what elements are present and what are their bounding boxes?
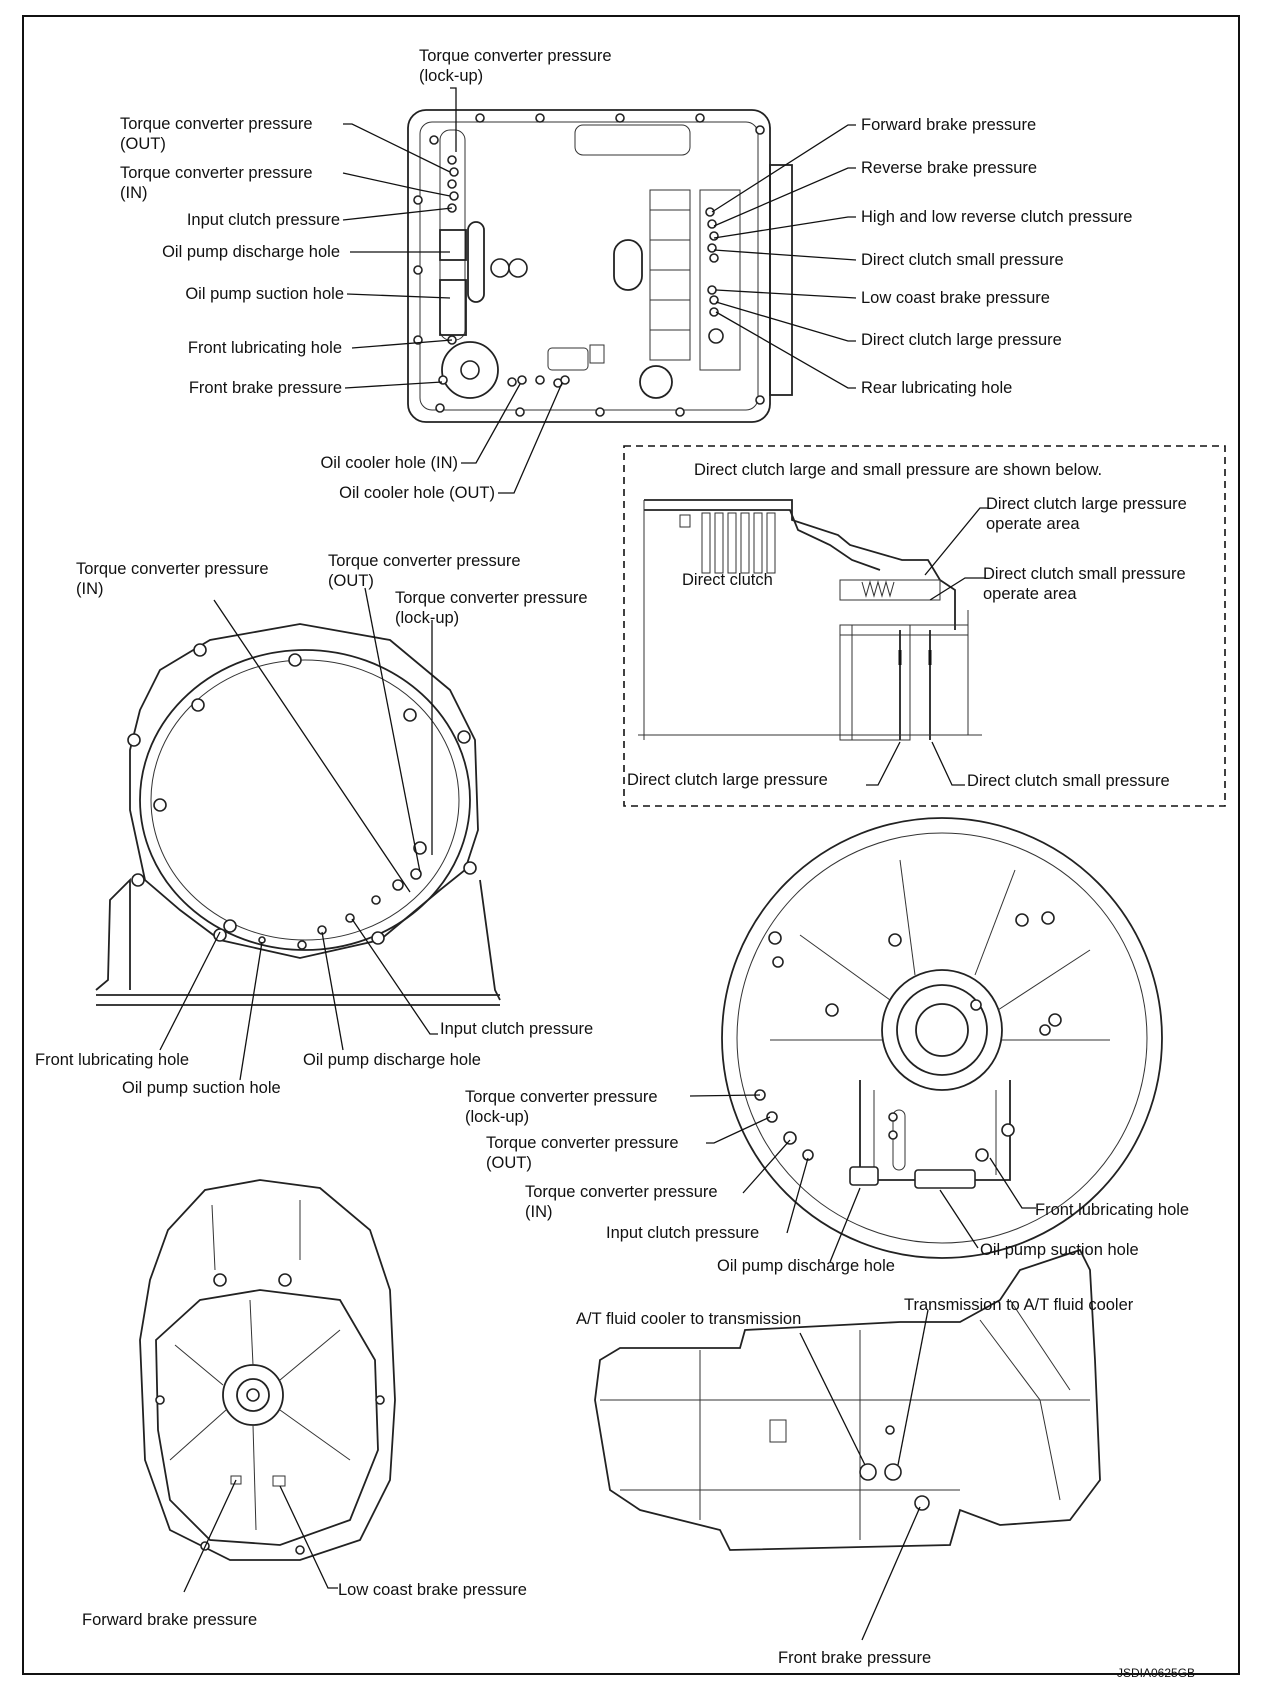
dc-box-heading: Direct clutch large and small pressure a… [694,461,1103,479]
ps-label-input-clutch: Input clutch pressure [606,1224,760,1242]
vb-label-input-clutch: Input clutch pressure [186,211,340,229]
vb-label-front-brake: Front brake pressure [188,379,342,397]
direct-clutch-section-drawing [623,445,1226,807]
sv-label-cooler-to-trans: A/T fluid cooler to transmission [576,1310,802,1328]
ch-label-pump-suction: Oil pump suction hole [122,1079,281,1097]
dc-box-direct-clutch: Direct clutch [682,571,773,589]
ch-label-tc-in: Torque converter pressure (IN) [76,560,269,598]
ch-label-input-clutch: Input clutch pressure [440,1020,594,1038]
vb-label-rear-lube: Rear lubricating hole [861,379,1013,397]
vb-label-tc-lockup: Torque converter pressure (lock-up) [419,47,612,85]
figure-id: JSDIA0625GB [1117,1666,1196,1680]
ps-label-front-lube: Front lubricating hole [1035,1201,1190,1219]
vb-label-forward-brake: Forward brake pressure [861,116,1037,134]
sv-label-front-brake: Front brake pressure [778,1649,932,1667]
figure-frame [22,15,1240,1675]
dc-box-large-pressure: Direct clutch large pressure [627,771,828,789]
dc-box-large-area: Direct clutch large pressure operate are… [986,495,1187,533]
vb-label-cooler-in: Oil cooler hole (IN) [320,454,458,472]
vb-label-dc-large: Direct clutch large pressure [861,331,1062,349]
vb-label-tc-in: Torque converter pressure (IN) [120,164,313,202]
pump-side-drawing [689,817,1163,1263]
vb-label-tc-out: Torque converter pressure (OUT) [120,115,313,153]
vb-label-pump-suction: Oil pump suction hole [185,285,344,303]
dc-box-small-area: Direct clutch small pressure operate are… [983,565,1186,603]
ps-label-tc-lockup: Torque converter pressure (lock-up) [465,1088,658,1126]
ch-label-tc-lockup: Torque converter pressure (lock-up) [395,589,588,627]
side-view-drawing [594,1248,1101,1641]
rv-label-forward-brake: Forward brake pressure [82,1611,258,1629]
rv-label-low-coast: Low coast brake pressure [338,1581,527,1599]
ch-label-pump-discharge: Oil pump discharge hole [303,1051,481,1069]
converter-housing-drawing [95,587,501,1081]
ps-label-pump-suction: Oil pump suction hole [980,1241,1139,1259]
ps-label-tc-out: Torque converter pressure (OUT) [486,1134,679,1172]
vb-label-reverse-brake: Reverse brake pressure [861,159,1038,177]
valve-body-drawing [342,87,857,494]
sv-label-trans-to-cooler: Transmission to A/T fluid cooler [904,1296,1134,1314]
vb-label-high-low-reverse: High and low reverse clutch pressure [861,208,1133,226]
vb-label-low-coast: Low coast brake pressure [861,289,1050,307]
rear-view-drawing [139,1179,396,1593]
vb-label-front-lube: Front lubricating hole [187,339,342,357]
ps-label-tc-in: Torque converter pressure (IN) [525,1183,718,1221]
ch-label-front-lube: Front lubricating hole [35,1051,190,1069]
ps-label-pump-discharge: Oil pump discharge hole [717,1257,895,1275]
dc-box-small-pressure: Direct clutch small pressure [967,772,1170,790]
vb-label-dc-small: Direct clutch small pressure [861,251,1064,269]
vb-label-pump-discharge: Oil pump discharge hole [162,243,340,261]
ch-label-tc-out: Torque converter pressure (OUT) [328,552,521,590]
vb-label-cooler-out: Oil cooler hole (OUT) [339,484,495,502]
